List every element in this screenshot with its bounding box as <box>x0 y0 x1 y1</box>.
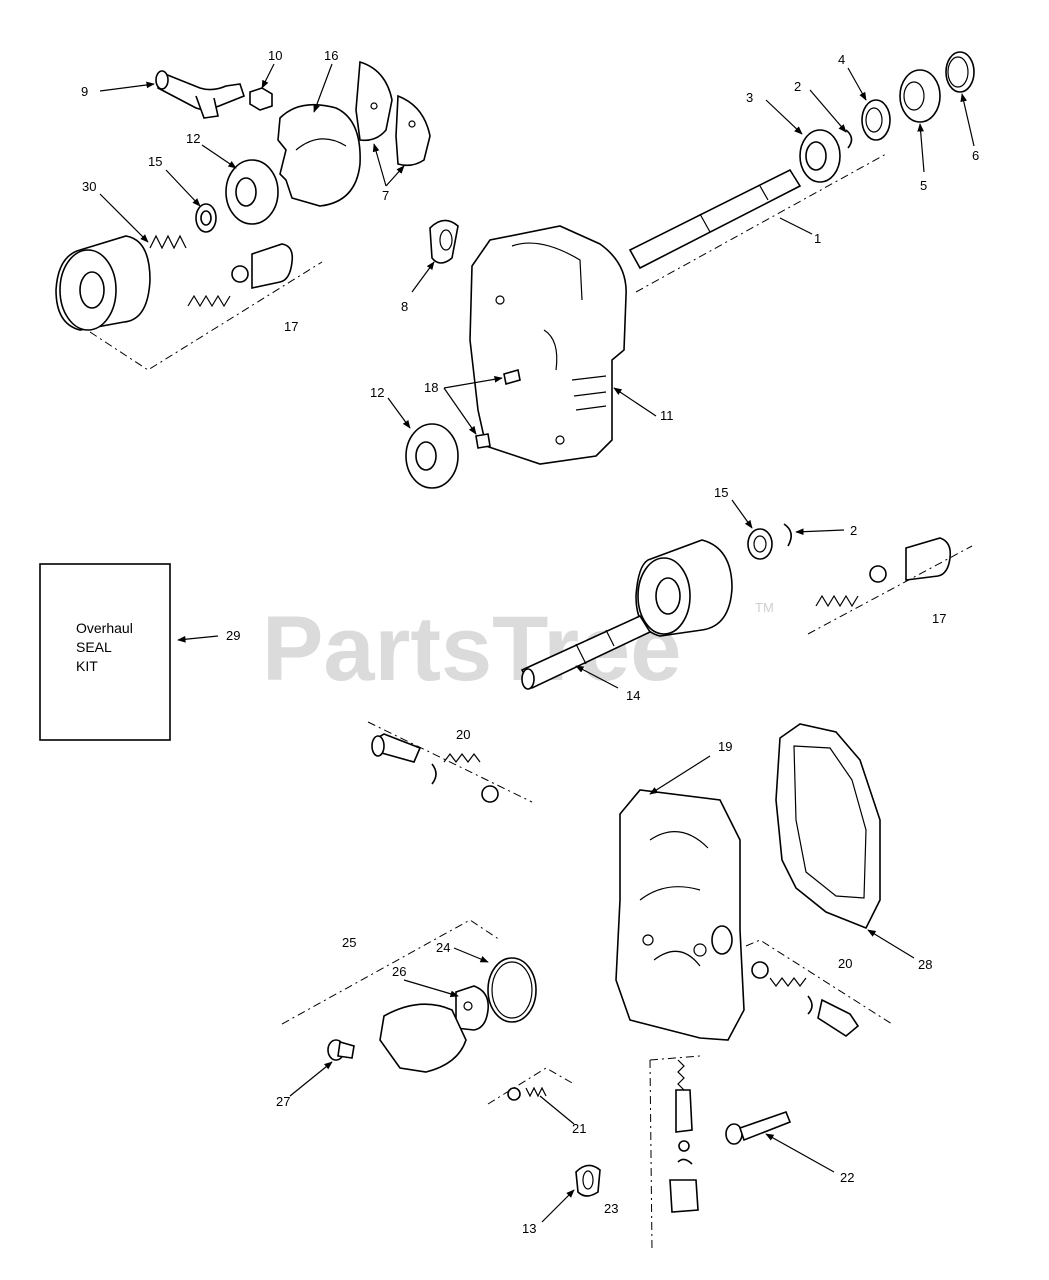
part-30-spring <box>149 234 187 250</box>
callout-8: 8 <box>401 299 408 314</box>
part-1-input-shaft <box>628 153 887 293</box>
part-22-screw <box>725 1110 792 1145</box>
callout-3: 3 <box>746 90 753 105</box>
part-12-thrust-washer-lower <box>405 423 459 489</box>
part-28-gasket <box>775 723 881 930</box>
part-24-o-ring <box>487 957 537 1023</box>
callout-7: 7 <box>382 188 389 203</box>
callout-27: 27 <box>276 1094 290 1109</box>
callout-1: 1 <box>814 231 821 246</box>
kit-line-3: KIT <box>76 658 98 674</box>
part-15-washer-top <box>195 203 217 233</box>
callout-21: 21 <box>572 1121 586 1136</box>
part-23-valve-stack <box>649 1055 701 1251</box>
callout-15-mid: 15 <box>714 485 728 500</box>
part-3-bearing <box>799 129 841 183</box>
part-16-swashplate <box>277 103 361 207</box>
part-7-thrust-bearing-b <box>395 94 431 167</box>
callout-15-top: 15 <box>148 154 162 169</box>
part-2-retaining-ring-top <box>845 129 853 149</box>
svg-text:TM: TM <box>755 600 774 615</box>
part-20-check-valve-lower <box>745 939 893 1037</box>
part-6-retaining-ring <box>945 51 975 93</box>
part-11-center-section <box>469 225 627 465</box>
callout-12-lower: 12 <box>370 385 384 400</box>
callout-9: 9 <box>81 84 88 99</box>
callout-26: 26 <box>392 964 406 979</box>
callout-4: 4 <box>838 52 845 67</box>
part-13-seal <box>575 1164 601 1197</box>
callout-12-top: 12 <box>186 131 200 146</box>
callout-2-mid: 2 <box>850 523 857 538</box>
callout-labels: 1 2 2 3 4 5 6 7 8 9 10 11 12 12 13 14 15… <box>81 48 979 1236</box>
part-27-screw <box>327 1039 355 1061</box>
callout-20-upper: 20 <box>456 727 470 742</box>
kit-line-1: Overhaul <box>76 620 133 636</box>
kit-line-2: SEAL <box>76 639 112 655</box>
callout-30: 30 <box>82 179 96 194</box>
callout-14: 14 <box>626 688 640 703</box>
part-15-washer-mid <box>747 528 773 560</box>
callout-19: 19 <box>718 739 732 754</box>
part-17-motor-cylinder <box>635 537 973 637</box>
part-4-washer <box>861 99 891 141</box>
callout-18: 18 <box>424 380 438 395</box>
callout-16: 16 <box>324 48 338 63</box>
callout-28: 28 <box>918 957 932 972</box>
callout-10: 10 <box>268 48 282 63</box>
part-12-thrust-washer-top <box>225 159 279 225</box>
part-26-valve <box>455 985 490 1031</box>
callout-11: 11 <box>660 408 674 423</box>
part-21-spring-ball <box>487 1067 575 1105</box>
part-20-check-valve-upper <box>367 721 533 803</box>
part-25-bypass-cover <box>281 919 501 1073</box>
svg-text:PartsTree: PartsTree <box>262 598 681 700</box>
part-8-seal <box>429 219 459 264</box>
part-10-nut <box>249 87 273 111</box>
part-7-thrust-bearing-a <box>355 60 393 142</box>
part-18-pins <box>475 368 521 449</box>
part-2-retaining-ring-mid <box>783 523 792 547</box>
overhaul-seal-kit-box: Overhaul SEAL KIT <box>39 563 171 741</box>
callout-6: 6 <box>972 148 979 163</box>
callout-25: 25 <box>342 935 356 950</box>
part-9-control-shaft <box>155 70 245 119</box>
callout-24: 24 <box>436 940 450 955</box>
callout-29: 29 <box>226 628 240 643</box>
callout-2-top: 2 <box>794 79 801 94</box>
leader-lines <box>99 63 975 1223</box>
callout-23: 23 <box>604 1201 618 1216</box>
callout-13: 13 <box>522 1221 536 1236</box>
callout-22: 22 <box>840 1170 854 1185</box>
callout-5: 5 <box>920 178 927 193</box>
part-19-end-cap <box>615 789 745 1041</box>
part-14-motor-shaft <box>520 614 652 690</box>
part-17-pump-cylinder-top <box>55 235 323 371</box>
part-5-seal <box>899 69 941 123</box>
callout-20-lower: 20 <box>838 956 852 971</box>
callout-17-mid: 17 <box>932 611 946 626</box>
callout-17-top: 17 <box>284 319 298 334</box>
